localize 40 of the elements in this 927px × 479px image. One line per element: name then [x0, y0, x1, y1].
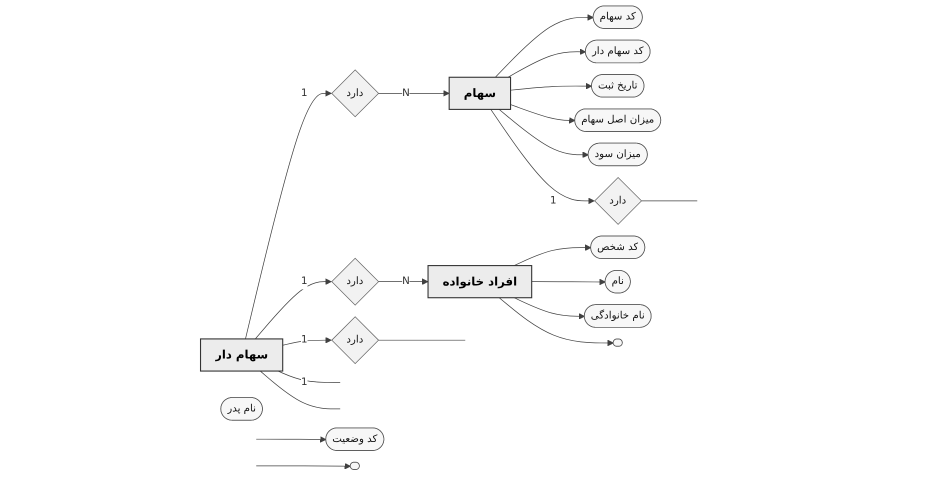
arrow: [498, 297, 614, 346]
relationship-diamond: دارد: [331, 69, 380, 118]
connector-line: [278, 370, 341, 383]
connector-line: [378, 340, 466, 341]
attribute-pill: تاریخ ثبت: [591, 74, 644, 98]
attribute-pill: کد سهام دار: [585, 40, 650, 64]
cardinality-label: 1: [300, 274, 308, 290]
relationship-diamond: دارد: [331, 258, 380, 306]
attribute-pill: نام پدر: [220, 397, 263, 421]
arrow: [256, 436, 326, 443]
attribute-pill: کد شخص: [590, 236, 646, 260]
entity-box: افراد خانواده: [428, 265, 532, 298]
attribute-pill: نام خانوادگی: [584, 304, 652, 328]
arrow: [494, 14, 594, 78]
arrow: [508, 48, 586, 78]
relationship-diamond: دارد: [594, 176, 642, 225]
attribute-pill: میزان سود: [588, 142, 648, 166]
attribute-pill: کد وضعیت: [325, 428, 384, 451]
entity-box: سهام: [448, 76, 512, 110]
arrow: [282, 336, 332, 346]
arrow: [514, 297, 585, 320]
attribute-pill: کد سهام: [592, 5, 643, 29]
arrow: [245, 90, 332, 340]
attribute-pill: میزان اصل سهام: [574, 108, 662, 132]
arrow: [378, 278, 428, 285]
relationship-diamond: دارد: [331, 316, 380, 364]
attribute-pill: [612, 338, 623, 347]
connector-line: [260, 370, 341, 410]
arrow: [490, 109, 595, 204]
attribute-pill: نام: [604, 270, 631, 294]
connector-line: [640, 200, 698, 202]
arrow: [510, 104, 576, 124]
arrow: [510, 82, 592, 91]
attribute-pill: [350, 462, 360, 470]
arrow: [256, 462, 351, 470]
arrow: [531, 278, 606, 286]
arrow: [514, 244, 592, 266]
arrow: [254, 278, 332, 340]
arrow: [378, 90, 450, 97]
arrow: [498, 109, 589, 158]
